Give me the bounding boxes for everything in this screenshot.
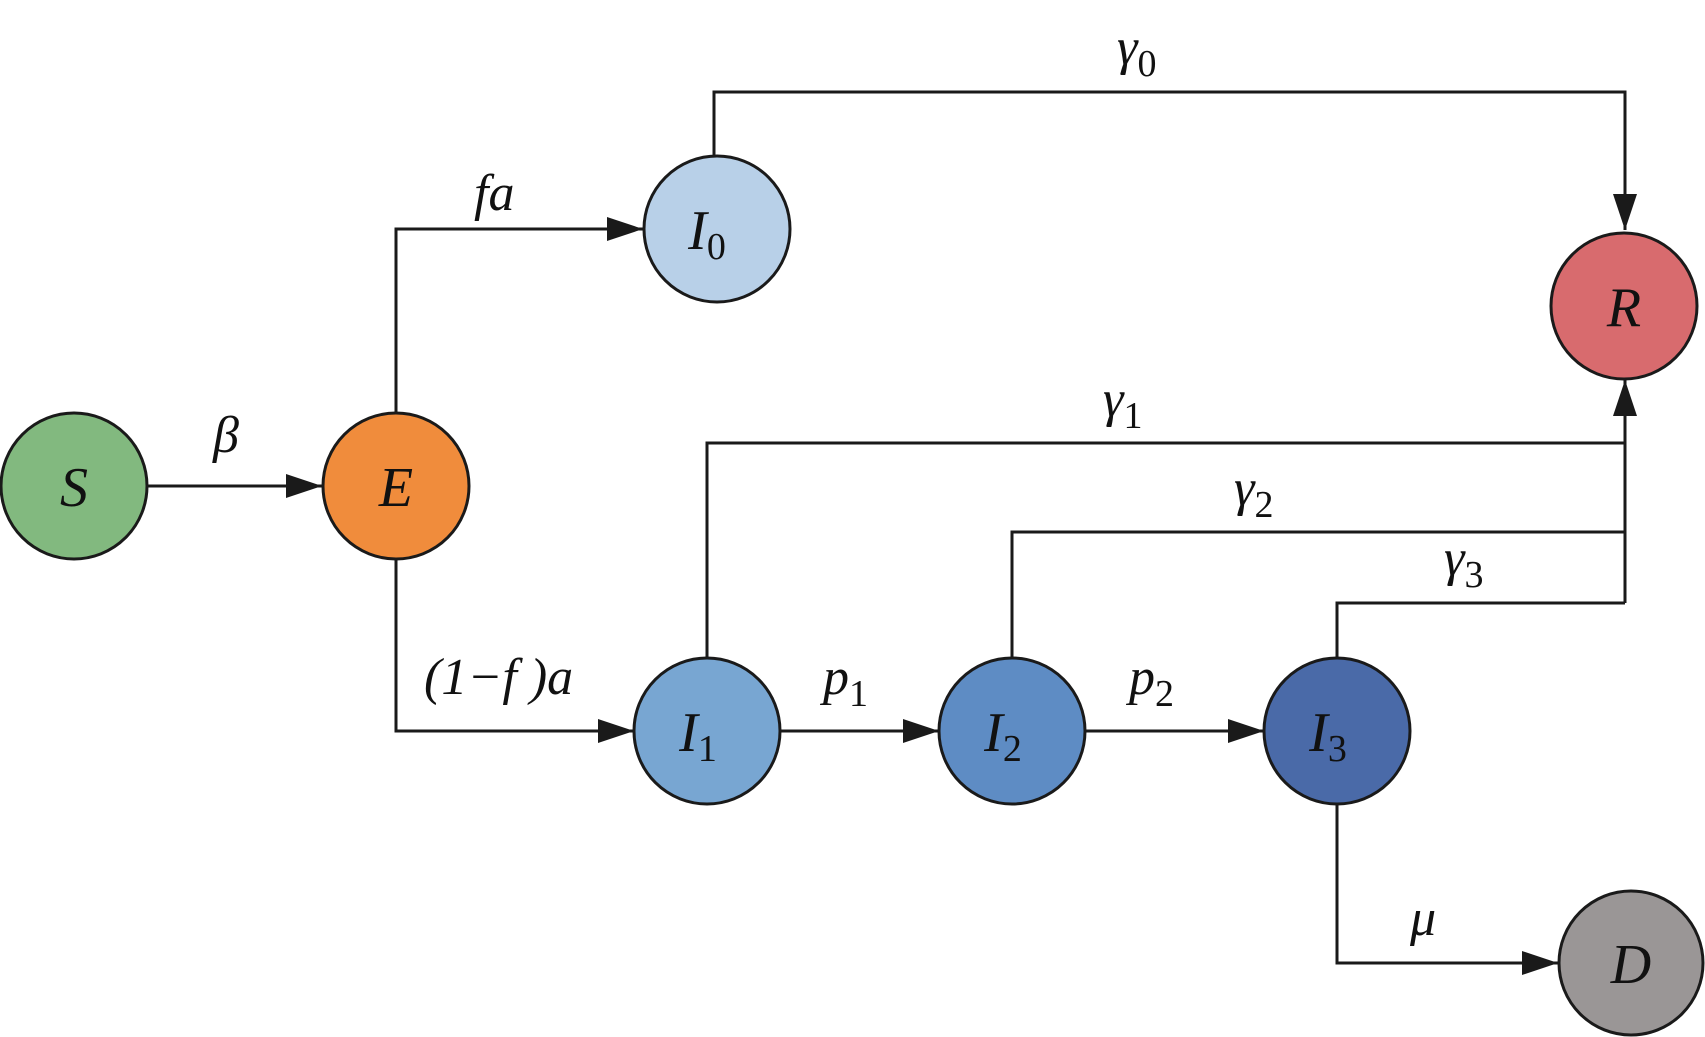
node-s: S [0,411,149,561]
label-p1: p1 [819,649,868,715]
edge-labels: β fa (1−f )a γ0 γ1 γ2 γ3 p1 p2 μ [212,19,1484,947]
node-e-label: E [378,457,413,519]
node-r: R [1549,231,1699,381]
node-i2-circle [937,656,1087,806]
node-s-label: S [60,457,88,519]
node-d-circle [1557,889,1705,1037]
label-gamma2: γ2 [1234,460,1274,526]
edges [148,90,1637,975]
edge-i3-to-r [1335,601,1625,657]
label-gamma0: γ0 [1117,19,1157,85]
edge-i3-to-d [1335,805,1558,975]
label-fa: fa [474,165,514,222]
node-i3: I3 [1262,656,1412,806]
label-one-minus-f-a: (1−f )a [424,649,573,706]
node-i0: I0 [642,154,792,304]
label-gamma3: γ3 [1444,530,1484,596]
node-e-circle [321,411,471,561]
node-i1: I1 [632,656,782,806]
node-s-circle [0,411,149,561]
edge-e-to-i1 [394,560,634,743]
node-r-label: R [1606,277,1641,339]
node-i0-label: I0 [687,200,726,268]
node-d-label: D [1610,934,1651,996]
edge-i2-to-r [1010,530,1625,657]
node-i1-label: I1 [678,702,717,770]
node-i0-circle [642,154,792,304]
label-gamma1: γ1 [1103,371,1143,437]
edge-i0-to-r [712,90,1637,230]
node-r-circle [1549,231,1699,381]
node-i2-label: I2 [983,702,1022,770]
node-i1-circle [632,656,782,806]
node-i3-circle [1262,656,1412,806]
node-e: E [321,411,471,561]
label-mu: μ [1409,890,1436,947]
edge-e-to-i0 [394,217,643,412]
node-i2: I2 [937,656,1087,806]
node-i3-label: I3 [1308,702,1347,770]
node-d: D [1557,889,1705,1037]
edge-i1-to-r [705,441,1625,657]
label-beta: β [212,407,239,464]
label-p2: p2 [1125,649,1174,715]
